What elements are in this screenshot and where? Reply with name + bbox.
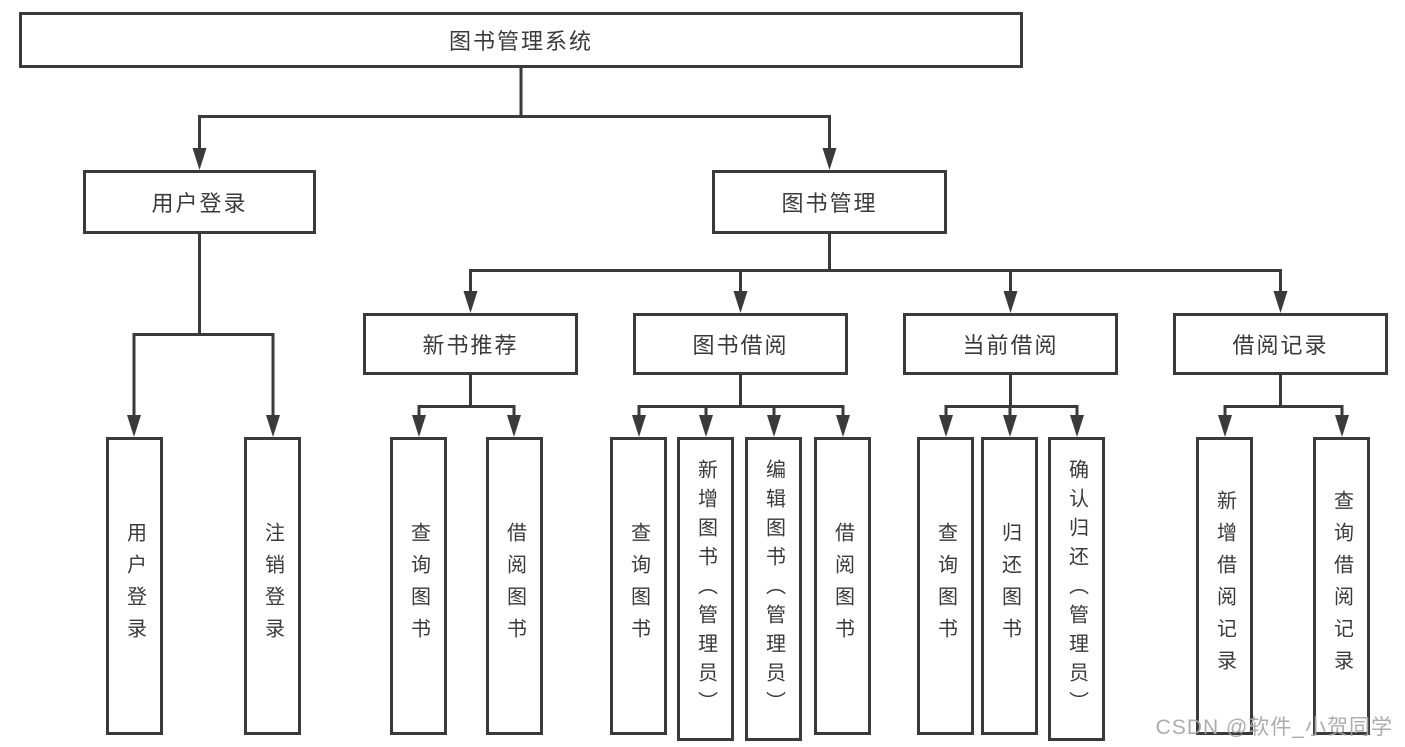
leaf-add-book-admin: 新增图书（管理员）: [677, 437, 734, 741]
connector-user-login: [127, 234, 280, 437]
leaf-label: 借阅图书: [503, 522, 526, 650]
node-user-login: 用户登录: [83, 170, 316, 234]
leaf-label: 查询图书: [627, 522, 650, 650]
leaf-label: 注销登录: [261, 522, 284, 650]
leaf-label: 查询借阅记录: [1330, 490, 1353, 682]
leaf-label: 新增图书（管理员）: [694, 458, 717, 720]
node-label: 借阅记录: [1232, 333, 1329, 358]
node-label: 当前借阅: [962, 333, 1059, 358]
leaf-confirm-return-admin: 确认归还（管理员）: [1048, 437, 1105, 741]
leaf-borrow-books-recommend: 借阅图书: [486, 437, 543, 735]
leaf-label: 归还图书: [998, 522, 1021, 650]
connector-new-book-recommend: [412, 375, 521, 437]
leaf-query-borrow-record: 查询借阅记录: [1313, 437, 1370, 735]
connector-current-borrow: [939, 375, 1084, 437]
csdn-watermark: CSDN @软件_小贺同学: [1155, 716, 1393, 739]
leaf-query-books-borrow: 查询图书: [610, 437, 667, 735]
connector-borrow-records: [1218, 375, 1349, 437]
node-label: 用户登录: [151, 191, 248, 216]
node-root-library-system: 图书管理系统: [19, 12, 1023, 68]
leaf-label: 查询图书: [407, 522, 430, 650]
connector-book-management: [463, 233, 1288, 313]
leaf-logout: 注销登录: [244, 437, 301, 735]
leaf-edit-book-admin: 编辑图书（管理员）: [745, 437, 802, 741]
node-new-book-recommend: 新书推荐: [363, 313, 578, 375]
node-label: 图书管理: [781, 191, 878, 216]
leaf-label: 查询图书: [934, 522, 957, 650]
leaf-add-borrow-record: 新增借阅记录: [1196, 437, 1253, 735]
node-label: 新书推荐: [422, 333, 519, 358]
node-borrow-records: 借阅记录: [1173, 313, 1388, 375]
leaf-label: 编辑图书（管理员）: [762, 458, 785, 720]
leaf-query-books-recommend: 查询图书: [390, 437, 447, 735]
leaf-user-login: 用户登录: [106, 437, 163, 735]
leaf-label: 确认归还（管理员）: [1065, 458, 1088, 720]
leaf-borrow-books: 借阅图书: [814, 437, 871, 735]
connector-book-borrow: [632, 375, 850, 437]
leaf-return-book: 归还图书: [981, 437, 1038, 735]
leaf-label: 借阅图书: [831, 522, 854, 650]
node-label: 图书借阅: [692, 333, 789, 358]
leaf-label: 用户登录: [123, 522, 146, 650]
node-book-management: 图书管理: [712, 170, 947, 234]
connector-root: [192, 68, 837, 170]
leaf-query-books-current: 查询图书: [917, 437, 974, 735]
node-current-borrow: 当前借阅: [903, 313, 1118, 375]
node-label: 图书管理系统: [448, 29, 593, 54]
leaf-label: 新增借阅记录: [1213, 490, 1236, 682]
node-book-borrow: 图书借阅: [633, 313, 848, 375]
